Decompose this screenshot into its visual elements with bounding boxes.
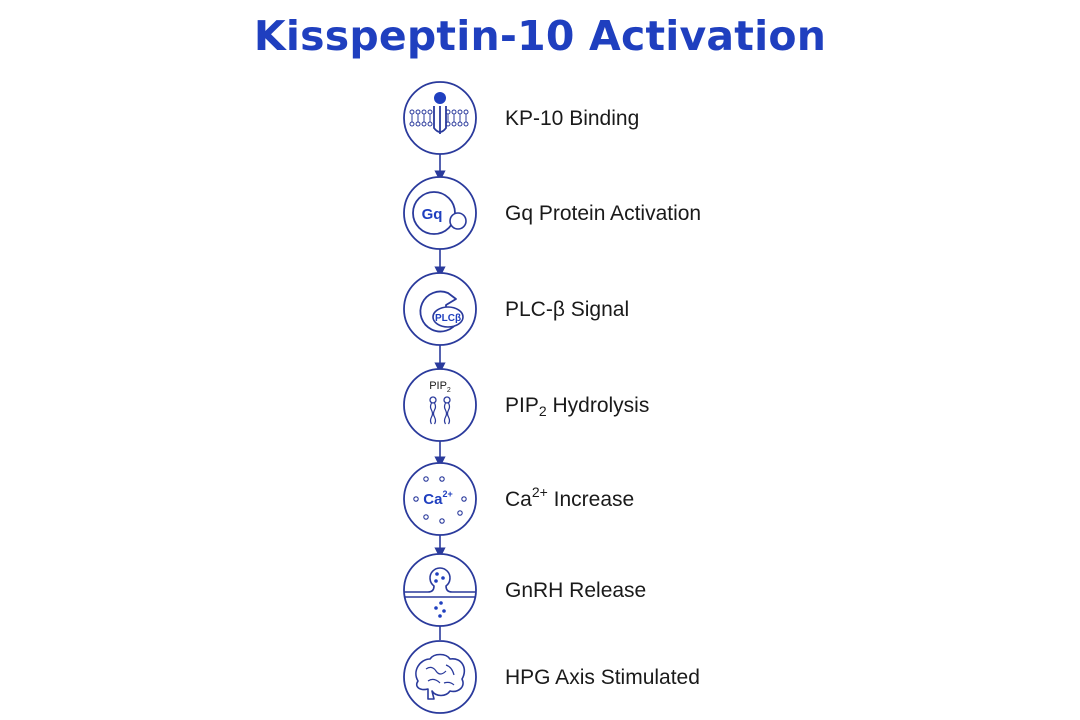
step-label: Ca2+ Increase — [505, 484, 634, 511]
receptor-binding-icon — [409, 92, 469, 134]
step-circle — [403, 462, 477, 536]
gq-protein-icon: Gq — [412, 191, 467, 235]
step-label: PIP2 Hydrolysis — [505, 394, 649, 419]
pip2-lipid-icon: PIP2 — [429, 380, 451, 425]
step-circle — [403, 368, 477, 442]
step-node-gq-activation: Gq Gq Protein Activation — [403, 176, 701, 250]
plc-beta-icon: PLCβ — [419, 290, 464, 333]
icon-label: Gq — [422, 206, 443, 223]
step-node-gnrh-release: GnRH Release — [403, 553, 646, 627]
step-node-plc-signal: PLCβ PLC-β Signal — [403, 272, 629, 346]
step-label: HPG Axis Stimulated — [505, 666, 700, 689]
icon-label: PIP2 — [429, 380, 451, 394]
step-circle — [403, 640, 477, 714]
diagram-title: Kisspeptin-10 Activation — [253, 12, 827, 60]
step-label: Gq Protein Activation — [505, 202, 701, 225]
step-node-ca-increase: Ca2+Ca2+ Increase — [403, 462, 634, 536]
icon-label: PLCβ — [435, 313, 461, 324]
step-label: KP-10 Binding — [505, 107, 639, 130]
step-circle — [403, 553, 477, 627]
step-node-hpg-axis: HPG Axis Stimulated — [403, 640, 700, 714]
step-label: GnRH Release — [505, 579, 646, 602]
step-node-kp10-binding: KP-10 Binding — [403, 81, 639, 155]
step-label: PLC-β Signal — [505, 298, 629, 321]
vesicle-release-icon — [404, 567, 476, 618]
brain-icon — [415, 653, 466, 700]
